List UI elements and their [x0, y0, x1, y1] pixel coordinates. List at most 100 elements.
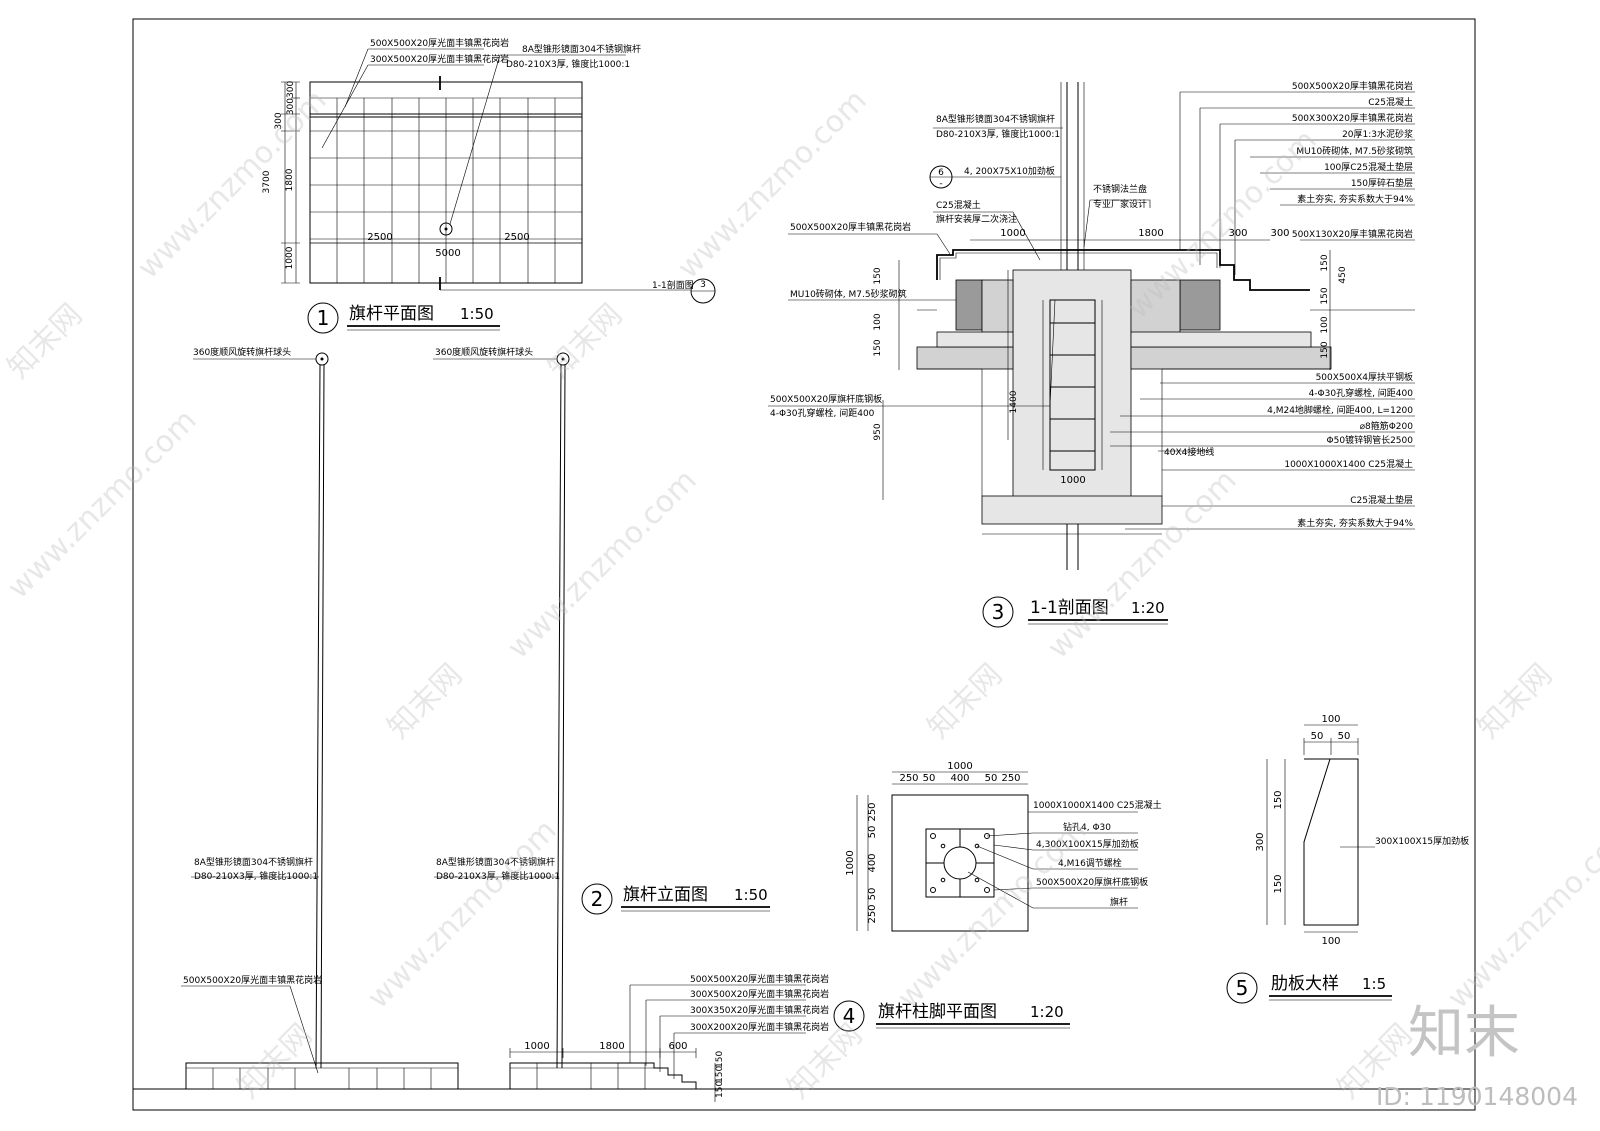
base-scale: 1:20 [1030, 1003, 1064, 1021]
rib-dim-150a: 150 [1273, 790, 1284, 809]
plan-dim-5000: 5000 [435, 248, 460, 259]
base-dim-left-1000: 1000 [845, 850, 856, 875]
sec-dim-150-l2: 150 [873, 339, 883, 356]
rib-dim-100-bottom: 100 [1321, 936, 1340, 947]
sec-note-baseplate-holes: 4-Φ30孔穿螺栓, 间距400 [770, 407, 875, 419]
plan-note-pole-2: D80-210X3厚, 锥度比1000:1 [506, 58, 630, 70]
sec-dim-1000-top: 1000 [1000, 228, 1025, 239]
elev-dim-1800: 1800 [599, 1041, 624, 1052]
plan-title-number: 1 [317, 306, 330, 330]
sec-note-regrout: 旗杆安装厚二次浇注 [936, 213, 1017, 225]
sec-note-r1: 500X500X20厚丰镇黑花岗岩 [1292, 80, 1413, 92]
plan-title-bubble [307, 302, 339, 334]
pole-right [556, 364, 562, 1069]
pole-base-left [185, 1062, 459, 1090]
sec-note-r3: 500X300X20厚丰镇黑花岗岩 [1292, 112, 1413, 124]
base-dim-left-250a: 250 [867, 802, 878, 821]
elev-dim-150-b: 150 [715, 1066, 725, 1083]
sheet-border [132, 18, 1476, 1111]
elev-note-step-1: 500X500X20厚光面丰镇黑花岗岩 [690, 973, 829, 985]
base-dim-left-400: 400 [867, 853, 878, 872]
sec-note-r9: 500X130X20厚丰镇黑花岗岩 [1292, 228, 1413, 240]
sec-dim-100-r: 100 [1320, 316, 1330, 333]
rib-note: 300X100X15厚加劲板 [1375, 835, 1469, 847]
sec-note-pole-1: 8A型锥形镜面304不锈钢旗杆 [936, 113, 1055, 125]
sec-note-r4: 20厚1:3水泥砂浆 [1342, 128, 1413, 140]
base-title: 旗杆柱脚平面图 [878, 1002, 997, 1022]
rib-dim-300: 300 [1255, 832, 1266, 851]
base-dim-top-400: 400 [950, 773, 969, 784]
elev-right-pole-note-2: D80-210X3厚, 锥度比1000:1 [436, 870, 560, 882]
rib-plate-outline [1303, 758, 1359, 926]
sec-note-r11: 4-Φ30孔穿螺栓, 间距400 [1309, 387, 1414, 399]
watermark-logo-4: 知末网 [921, 657, 1009, 745]
rib-drawing: 100 50 50 300 150 150 100 300X100X15厚加劲板… [1226, 714, 1469, 1004]
watermark-logo-5: 知末网 [1471, 657, 1559, 745]
rib-dim-50b: 50 [1338, 731, 1351, 742]
base-plan-drawing: 1000 250 50 400 50 250 1000 250 50 400 5… [833, 761, 1162, 1032]
base-note-4: 4,M16调节螺栓 [1058, 857, 1122, 869]
elev-title: 旗杆立面图 [623, 885, 708, 905]
plan-dim-3700: 3700 [262, 170, 272, 193]
section-ref-label: 1-1剖面图 [652, 279, 694, 291]
base-dim-top-250a: 250 [899, 773, 918, 784]
watermark-logo-6: 知末网 [231, 1017, 319, 1105]
section-ref-number: 3 [700, 280, 706, 290]
base-title-number: 4 [843, 1004, 856, 1028]
elev-left-pole-note-1: 8A型锥形镜面304不锈钢旗杆 [194, 856, 313, 868]
plan-scale: 1:50 [460, 305, 494, 323]
sec-note-flange-design: 专业厂家设计 [1093, 198, 1147, 210]
base-dim-top-1000: 1000 [947, 761, 972, 772]
sec-note-c25: C25混凝土 [936, 199, 981, 211]
sec-note-r12: 4,M24地脚螺栓, 间距400, L=1200 [1267, 404, 1413, 416]
plan-dim-2500-left: 2500 [367, 232, 392, 243]
watermark-site-5: www.znzmo.com [501, 463, 704, 666]
elev-dim-1000: 1000 [524, 1041, 549, 1052]
sec-note-r17: C25混凝土垫层 [1350, 494, 1413, 506]
sec-dim-1000-bottom: 1000 [1060, 475, 1085, 486]
sec-dim-300-a: 300 [1228, 228, 1247, 239]
sec-note-granite-l: 500X500X20厚丰镇黑花岗岩 [790, 221, 911, 233]
sec-dim-950: 950 [873, 423, 883, 440]
sec-dim-150-r1: 150 [1320, 254, 1330, 271]
base-dim-left-50b: 50 [867, 888, 878, 901]
sec-note-r2: C25混凝土 [1368, 96, 1413, 108]
watermark-logo-1: 知末网 [1, 297, 89, 385]
sec-note-r10: 500X500X4厚扶平钢板 [1316, 371, 1413, 383]
plan-note-1: 500X500X20厚光面丰镇黑花岗岩 [370, 37, 509, 49]
plan-dim-1000: 1000 [285, 246, 295, 269]
sec-note-r8: 素土夯实, 夯实系数大于94% [1297, 193, 1413, 205]
sec-note-r18: 素土夯实, 夯实系数大于94% [1297, 517, 1413, 529]
sec-note-ground-wire: 40X4接地线 [1164, 446, 1214, 458]
watermark-logo-3: 知末网 [381, 657, 469, 745]
sec-note-stiffener: 4, 200X75X10加劲板 [964, 165, 1055, 177]
watermark-site-8: www.znzmo.com [891, 813, 1094, 1016]
section-gravel-right [1130, 346, 1332, 370]
base-note-3: 4,300X100X15厚加劲板 [1036, 838, 1139, 850]
sec-dim-150-r2: 150 [1320, 287, 1330, 304]
sec-title-number: 3 [992, 600, 1005, 624]
sec-note-r16: 1000X1000X1400 C25混凝土 [1284, 458, 1413, 470]
elev-left-granite-note: 500X500X20厚光面丰镇黑花岗岩 [183, 974, 322, 986]
elevation-drawing: 360度顺风旋转旗杆球头 8A型锥形镜面304不锈钢旗杆 D80-210X3厚,… [181, 346, 829, 1102]
flagpole-plan-icon [439, 222, 453, 236]
elev-dim-600: 600 [668, 1041, 687, 1052]
watermark-site-3: www.znzmo.com [1121, 123, 1324, 326]
watermark-site-7: www.znzmo.com [361, 813, 564, 1016]
pole-base-right [509, 1062, 697, 1089]
id-watermark: ID: 1190148004 [1376, 1082, 1578, 1111]
elev-right-pole-note-1: 8A型锥形镜面304不锈钢旗杆 [436, 856, 555, 868]
elev-dim-150-c: 150 [715, 1051, 725, 1068]
sec-dim-150-r3: 150 [1320, 341, 1330, 358]
plan-note-pole-1: 8A型锥形镜面304不锈钢旗杆 [522, 43, 641, 55]
section-drawing: 150 100 150 950 1400 150 150 100 150 450… [768, 80, 1415, 628]
section-brick-left [955, 279, 983, 331]
elev-note-step-3: 300X350X20厚光面丰镇黑花岗岩 [690, 1004, 829, 1016]
sec-dim-300-b: 300 [1270, 228, 1289, 239]
base-dim-top-250b: 250 [1001, 773, 1020, 784]
section-gravel-left [916, 346, 1014, 370]
elev-left-pole-note-2: D80-210X3厚, 锥度比1000:1 [194, 870, 318, 882]
sec-callout-sub: - [939, 179, 942, 189]
rib-scale: 1:5 [1362, 975, 1386, 993]
section-brick-right [1179, 279, 1221, 331]
